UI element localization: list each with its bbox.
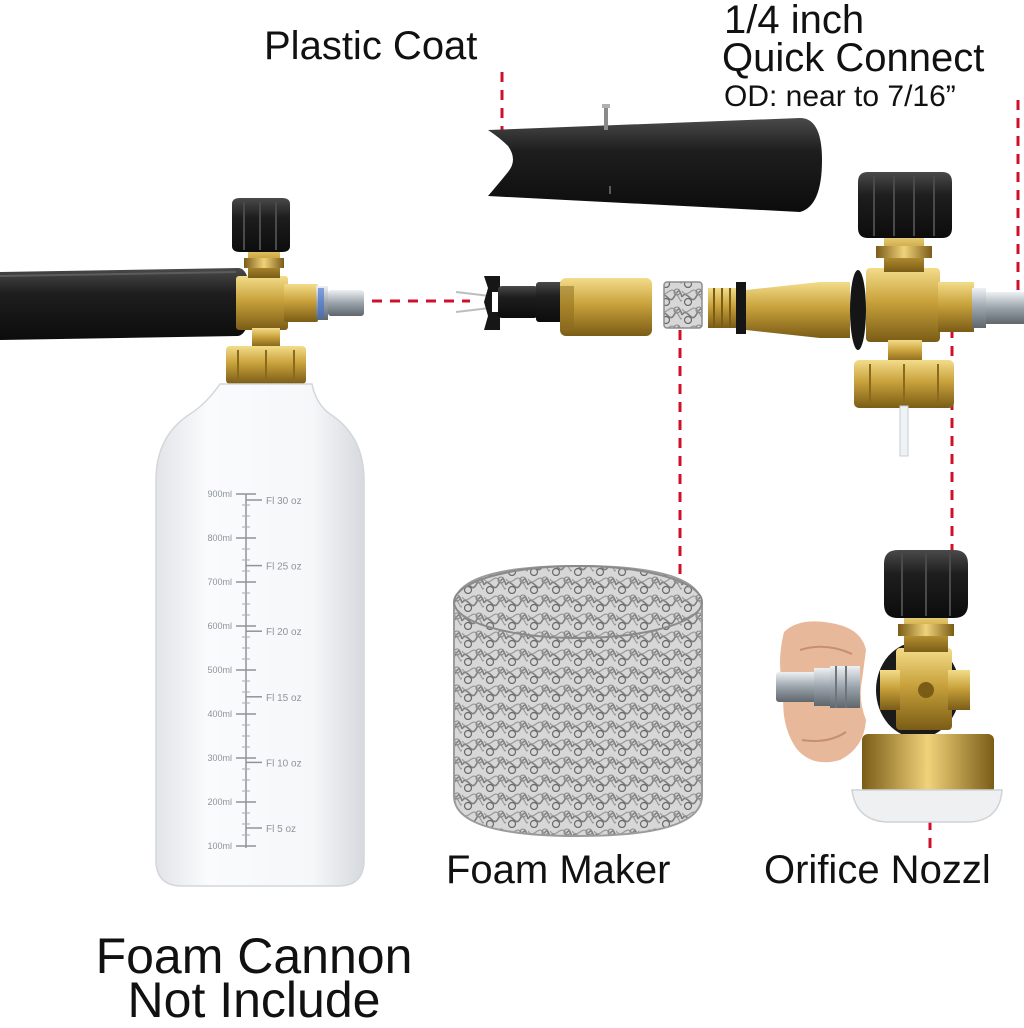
ml-label: 700ml [207, 577, 232, 587]
quick-connect-size-label: 1/4 inch [724, 0, 865, 42]
ml-label: 500ml [207, 665, 232, 675]
ml-label: 800ml [207, 533, 232, 543]
plastic-coat-label: Plastic Coat [264, 24, 478, 68]
oz-label: Fl 15 oz [266, 693, 302, 704]
orifice-nozzle-demo [776, 550, 1003, 823]
ml-label: 300ml [207, 753, 232, 763]
brass-sleeve [560, 278, 652, 336]
plastic-coat-sleeve [488, 104, 822, 212]
foam-cannon [0, 198, 364, 384]
oz-label: Fl 10 oz [266, 758, 302, 769]
ml-label: 600ml [207, 621, 232, 631]
orifice-nozzle-label: Orifice Nozzl [764, 848, 991, 892]
ml-label: 400ml [207, 709, 232, 719]
bottle-scale: 900ml 800ml 700ml 600ml 500ml 400ml 300ml 200ml… [207, 489, 301, 851]
bottle [155, 383, 365, 887]
quick-release-clip [455, 276, 566, 330]
foam-maker-mesh [453, 564, 703, 838]
ml-label: 900ml [207, 489, 232, 499]
quick-connect-od-label: OD: near to 7/16” [724, 80, 956, 113]
ml-label: 100ml [207, 841, 232, 851]
oz-label: Fl 5 oz [266, 824, 296, 835]
foam-cannon-note-line2: Not Include [127, 972, 381, 1028]
mesh-filter-small [663, 281, 703, 329]
quick-connect-label: Quick Connect [722, 36, 985, 80]
oz-label: Fl 30 oz [266, 496, 302, 507]
oz-label: Fl 25 oz [266, 562, 302, 573]
oz-label: Fl 20 oz [266, 627, 302, 638]
foam-maker-label: Foam Maker [446, 848, 671, 892]
foam-cannon-head [854, 172, 1024, 457]
foam-cannon-note-line1: Foam Cannon [95, 928, 413, 984]
ml-label: 200ml [207, 797, 232, 807]
threaded-nozzle-body [708, 270, 866, 350]
